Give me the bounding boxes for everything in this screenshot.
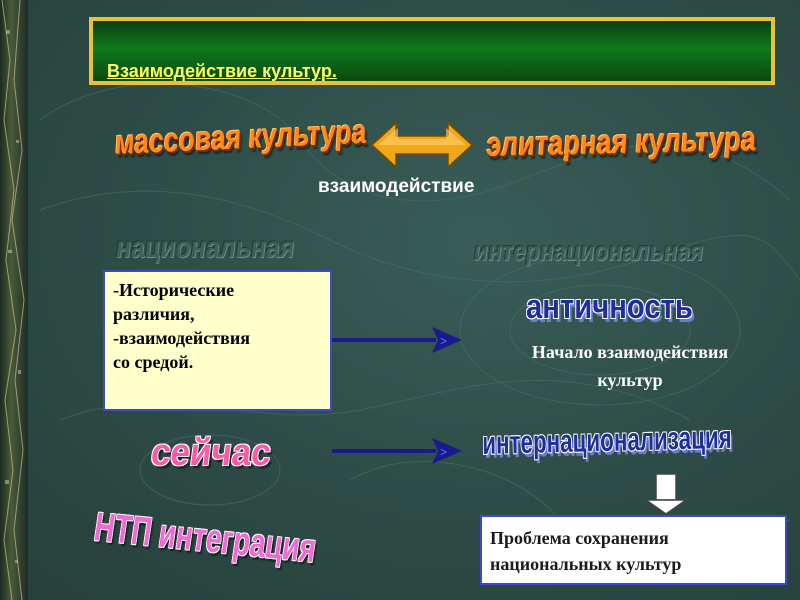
international-wordart: интернациональная [472, 236, 706, 266]
title-banner: Взаимодействие культур. [89, 17, 775, 85]
antiquity-wordart: античность [526, 288, 693, 326]
text-line: Начало взаимодействия [531, 342, 729, 362]
national-wordart: национальная [114, 232, 297, 264]
now-wordart: сейчас [148, 432, 274, 474]
interaction-label: взаимодействие [318, 176, 475, 197]
double-arrow-icon [370, 121, 474, 169]
box-line: национальных культур [490, 554, 682, 574]
svg-text:>: > [440, 334, 447, 348]
preservation-problem-box: Проблема сохранения национальных культур [480, 515, 787, 585]
internationalization-wordart: интернационализация [482, 418, 732, 461]
right-arrow-icon: > [332, 327, 462, 353]
box-line: -Исторические [113, 280, 235, 300]
right-arrow-icon: > [332, 438, 462, 464]
box-line: со средой. [113, 352, 194, 372]
elite-culture-wordart: элитарная культура [485, 120, 758, 164]
down-arrow-icon [643, 473, 689, 515]
beginning-of-interaction-text: Начало взаимодействия культур [480, 338, 780, 394]
box-line: различия, [113, 304, 195, 324]
box-line: Проблема сохранения [490, 528, 669, 548]
historical-differences-box: -Исторические различия, -взаимодействия … [103, 270, 332, 411]
svg-text:>: > [440, 445, 447, 459]
box-line: -взаимодействия [113, 328, 250, 348]
slide-title: Взаимодействие культур. [107, 61, 337, 81]
text-line: культур [597, 370, 663, 390]
map-strip [0, 0, 28, 600]
